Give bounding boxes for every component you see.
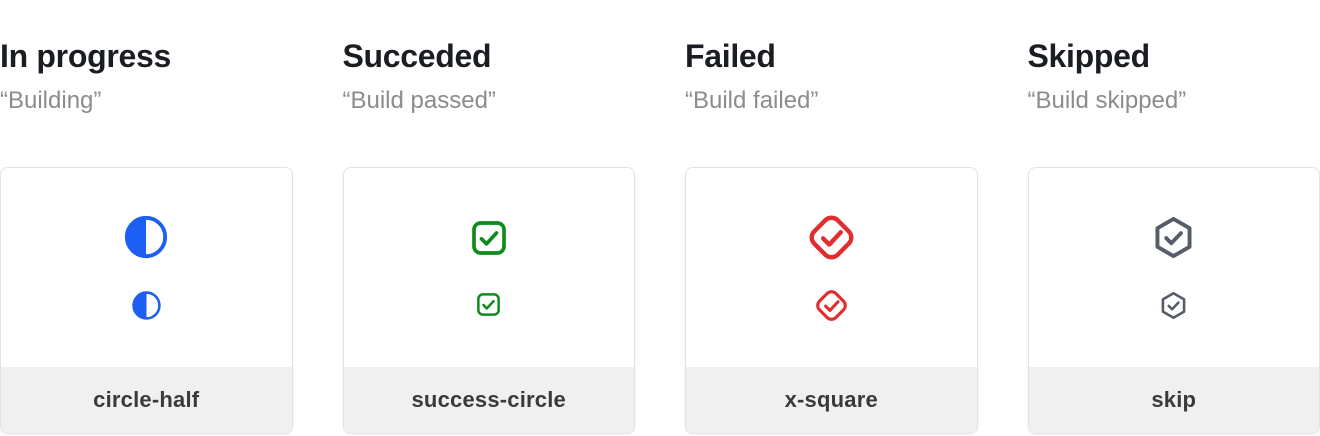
icon-card-footer: x-square (686, 367, 977, 433)
check-diamond-icon-small (813, 287, 850, 324)
column-title: In progress (0, 38, 171, 74)
icon-name-label: x-square (784, 387, 878, 412)
column-subtitle: “Build passed” (342, 87, 496, 114)
circle-half-icon-small (131, 290, 162, 321)
icon-card-footer: circle-half (1, 367, 292, 433)
column-title: Skipped (1027, 38, 1151, 74)
icon-name-label: circle-half (93, 387, 200, 412)
icon-card-skip: skip (1027, 167, 1320, 434)
column-subtitle: “Building” (0, 87, 102, 114)
icon-card-body (686, 168, 977, 367)
icon-card-footer: skip (1028, 367, 1319, 433)
column-skipped: Skipped “Build skipped” (1027, 0, 1320, 434)
check-hexagon-icon-large (1150, 214, 1197, 261)
circle-half-icon-large (123, 214, 169, 260)
icon-card-footer: success-circle (343, 367, 634, 433)
check-diamond-icon-large (805, 211, 858, 264)
check-square-icon-small (475, 291, 502, 318)
icon-card-body (344, 168, 635, 367)
icon-card-body (1, 168, 292, 367)
column-in-progress: In progress “Building” (0, 0, 293, 434)
icon-card-body (1029, 168, 1320, 367)
column-subtitle: “Build failed” (685, 87, 819, 114)
icon-card-success-circle: success-circle (342, 167, 635, 434)
column-title: Failed (685, 38, 776, 74)
check-square-icon-large (469, 218, 509, 258)
icon-card-circle-half: circle-half (0, 167, 293, 434)
column-succeded: Succeded “Build passed” (342, 0, 635, 434)
check-hexagon-icon-small (1158, 290, 1189, 321)
icon-card-x-square: x-square (685, 167, 978, 434)
column-subtitle: “Build skipped” (1027, 87, 1187, 114)
column-failed: Failed “Build failed” (685, 0, 978, 434)
icon-name-label: success-circle (411, 387, 566, 412)
column-title: Succeded (342, 38, 492, 74)
icon-name-label: skip (1151, 387, 1197, 412)
